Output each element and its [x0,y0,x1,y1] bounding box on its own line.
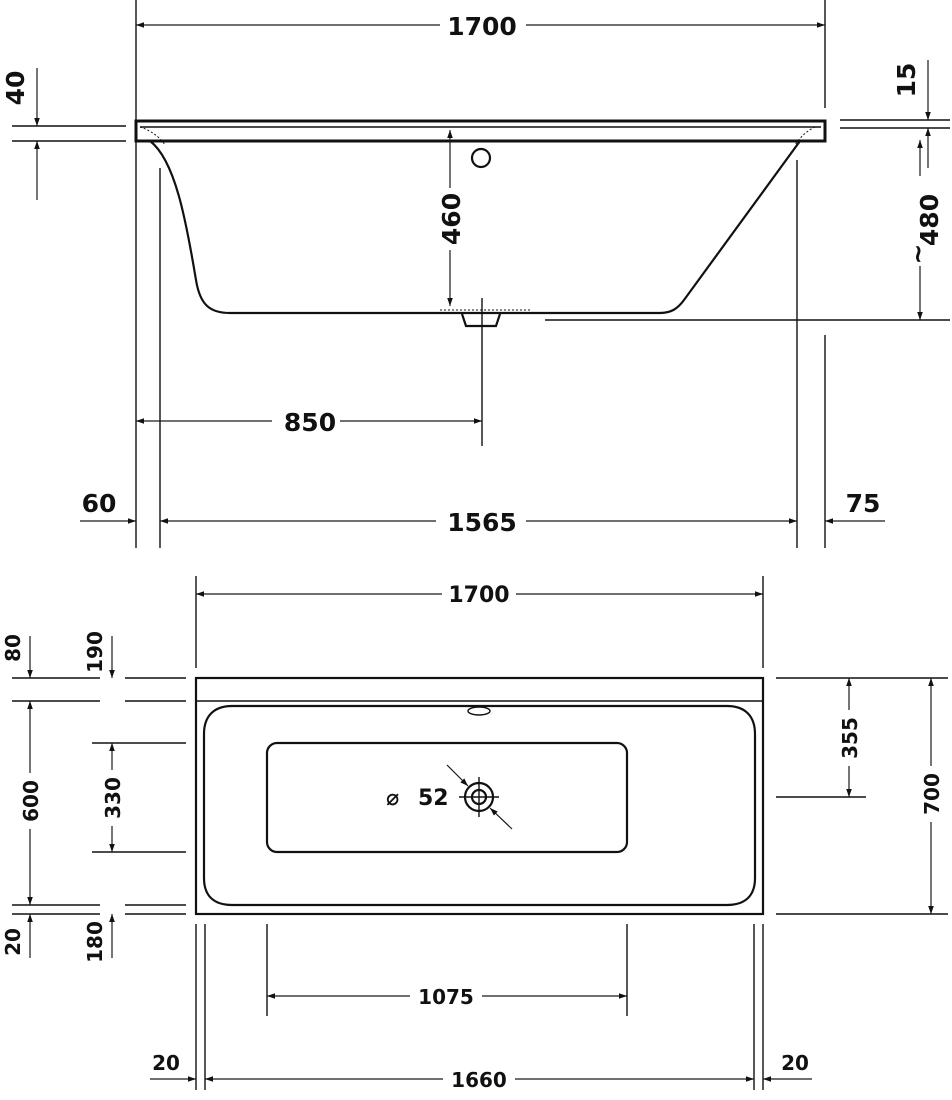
tub-floor [265,741,629,854]
tub-edge-dotted-right [794,126,816,146]
label-diameter-symbol: ⌀ [386,786,399,811]
tub-outer-outline [194,676,765,916]
tub-inner-basin [202,704,757,907]
label-bottom-margin-right: 180 [83,921,107,963]
label-floor-length: 1075 [418,985,474,1009]
label-side-inner-length: 1565 [447,508,517,537]
label-overall-width: 700 [920,773,944,815]
label-overall-height: 480 [915,194,944,246]
tub-edge-dotted-left [139,126,166,146]
label-drain-diameter: 52 [418,786,449,811]
side-view: 1700 40 15 480 ~ 460 850 1565 60 75 [1,0,950,548]
dim-drain-diameter-a [446,764,469,787]
label-bottom-margin-left: 20 [1,928,25,956]
dim-drain-diameter-b [489,807,513,830]
label-deck-depth: 190 [83,631,107,673]
label-top-overall-length: 1700 [448,583,509,608]
label-rim-edge: 15 [892,63,921,98]
label-left-offset: 60 [82,489,117,518]
tub-body [149,140,801,315]
label-floor-width: 330 [101,777,125,819]
tub-rim [134,119,827,143]
label-top-inner-length: 1660 [451,1068,507,1092]
label-right-offset: 75 [846,489,881,518]
label-side-overall-length: 1700 [447,12,517,41]
label-inner-width: 600 [19,780,43,822]
label-inner-depth: 460 [437,193,466,245]
top-view: ⌀ 52 1700 80 190 600 330 [1,576,948,1093]
label-drain-position: 850 [284,408,336,437]
label-rim-thickness: 40 [1,71,30,106]
label-right-wall: 20 [781,1051,809,1075]
overflow-circle [470,147,492,169]
label-top-margin: 80 [1,634,25,662]
label-drain-to-back: 355 [838,717,862,759]
label-left-wall: 20 [152,1051,180,1075]
label-height-prefix: ~ [903,244,932,265]
drain-outlet [460,313,502,328]
overflow-opening [467,706,491,716]
